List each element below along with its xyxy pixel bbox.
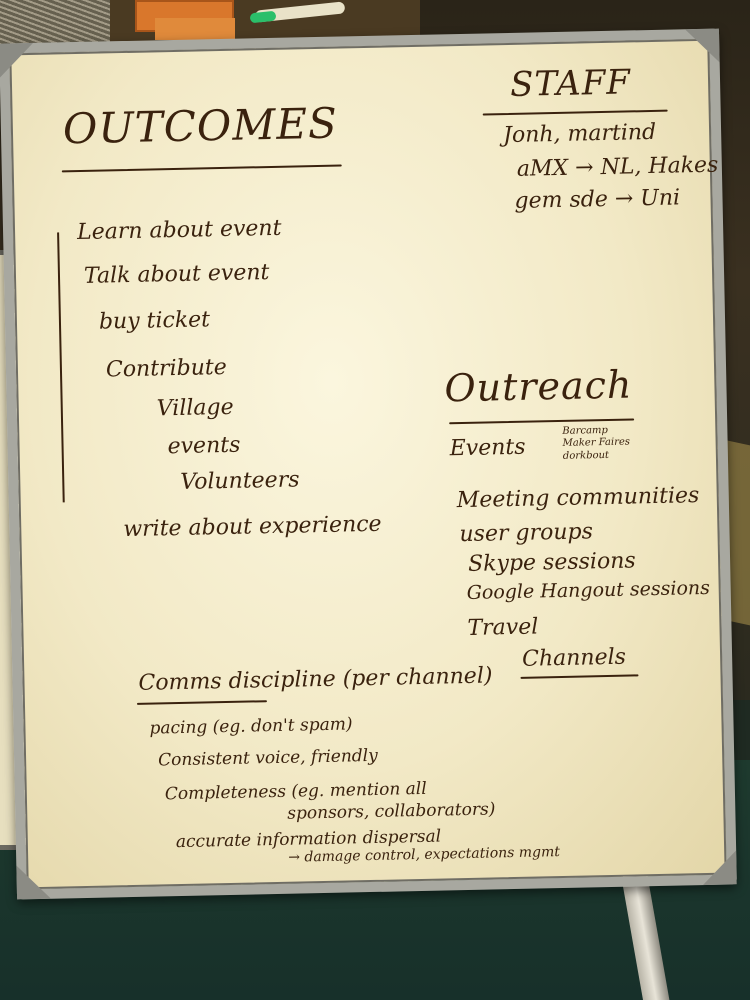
staff-line: Jonh, martind (502, 119, 657, 149)
outreach-underline (449, 418, 635, 425)
board-corner (16, 865, 51, 900)
comms-underline (136, 700, 267, 705)
outreach-event-sub: Barcamp (562, 424, 609, 437)
outreach-item: Skype sessions (467, 548, 636, 577)
outcomes-item: Learn about event (76, 215, 282, 246)
comms-item: pacing (eg. don't spam) (149, 714, 353, 739)
outreach-event-sub: Maker Faires (562, 436, 631, 449)
staff-underline (482, 109, 668, 116)
outcomes-subitem: Volunteers (180, 467, 300, 495)
outreach-item: Google Hangout sessions (466, 576, 711, 604)
orange-box (155, 18, 235, 40)
cables (0, 0, 110, 45)
outcomes-item: write about experience (123, 511, 382, 543)
outcomes-title: OUTCOMES (62, 98, 339, 154)
staff-title: STAFF (509, 62, 632, 105)
channels-label: Channels (521, 644, 627, 672)
outcomes-underline (61, 164, 342, 173)
board-corner (702, 850, 737, 885)
comms-item: Consistent voice, friendly (157, 745, 378, 771)
outreach-item: Meeting communities (456, 483, 700, 514)
board-corner (685, 29, 720, 64)
comms-item: Completeness (eg. mention all (164, 778, 427, 805)
outreach-title: Outreach (443, 362, 633, 411)
outcomes-item: buy ticket (98, 307, 211, 335)
staff-line: gem sde → Uni (514, 185, 681, 214)
staff-line: aMX → NL, Hakes (516, 152, 719, 182)
outreach-item: Travel (467, 614, 539, 641)
board-corner (0, 43, 34, 78)
outcomes-item: Talk about event (83, 260, 270, 289)
outcomes-item: Contribute (105, 354, 227, 383)
comms-item-cont: sponsors, collaborators) (287, 799, 496, 824)
outreach-events: Events (449, 434, 526, 462)
outcomes-subitem: events (167, 432, 241, 460)
channels-underline (520, 674, 639, 679)
whiteboard: OUTCOMES Learn about event Talk about ev… (0, 28, 737, 900)
outreach-item: user groups (459, 519, 594, 548)
outcomes-subitem: Village (156, 394, 234, 422)
outreach-event-sub: dorkbout (562, 449, 610, 462)
comms-title: Comms discipline (per channel) (138, 663, 493, 696)
outcomes-bracket (57, 232, 65, 503)
